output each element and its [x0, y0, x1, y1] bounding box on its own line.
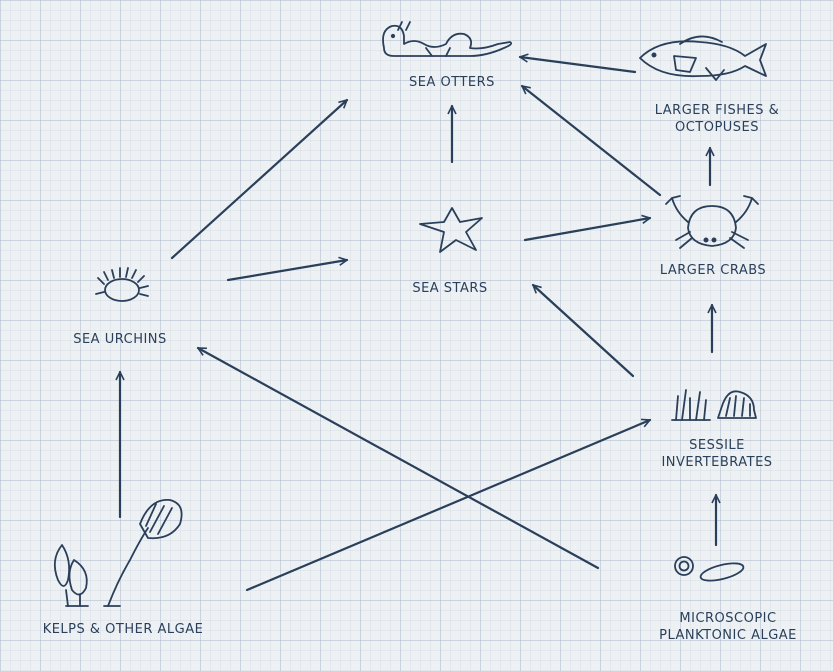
plankton-icon [674, 556, 745, 582]
label-sea-urchins: SEA URCHINS [73, 332, 167, 347]
arrow-kelps-to-sessile [245, 420, 650, 592]
label-kelps-other-algae: KELPS & OTHER ALGAE [42, 622, 204, 637]
label-microscopic-planktonic-algae: MICROSCOPIC PLANKTONIC ALGAE [659, 611, 797, 643]
label-larger-crabs: LARGER CRABS [659, 263, 767, 278]
arrow-plankton-to-urchins [198, 346, 600, 570]
otter-icon [382, 21, 513, 57]
fish-icon [639, 35, 767, 81]
arrow-urchins-to-stars [226, 260, 347, 282]
crab-icon [665, 195, 759, 249]
arrow-crabs-to-otters [522, 86, 662, 197]
label-larger-fishes-octopuses: LARGER FISHES & OCTOPUSES [654, 103, 780, 135]
label-sessile-invertebrates: SESSILE INVERTEBRATES [661, 438, 773, 470]
label-sea-otters: SEA OTTERS [409, 75, 495, 90]
urchin-icon [95, 267, 149, 302]
kelp-icon [53, 499, 183, 607]
starfish-icon [419, 207, 483, 253]
arrow-urchins-to-otters [170, 100, 347, 260]
arrow-sessile-to-stars [533, 285, 635, 378]
barnacle-shell-icon [671, 389, 757, 421]
label-sea-stars: SEA STARS [412, 281, 488, 296]
arrow-fishes-to-otters [520, 57, 637, 74]
arrow-stars-to-crabs [523, 218, 650, 242]
